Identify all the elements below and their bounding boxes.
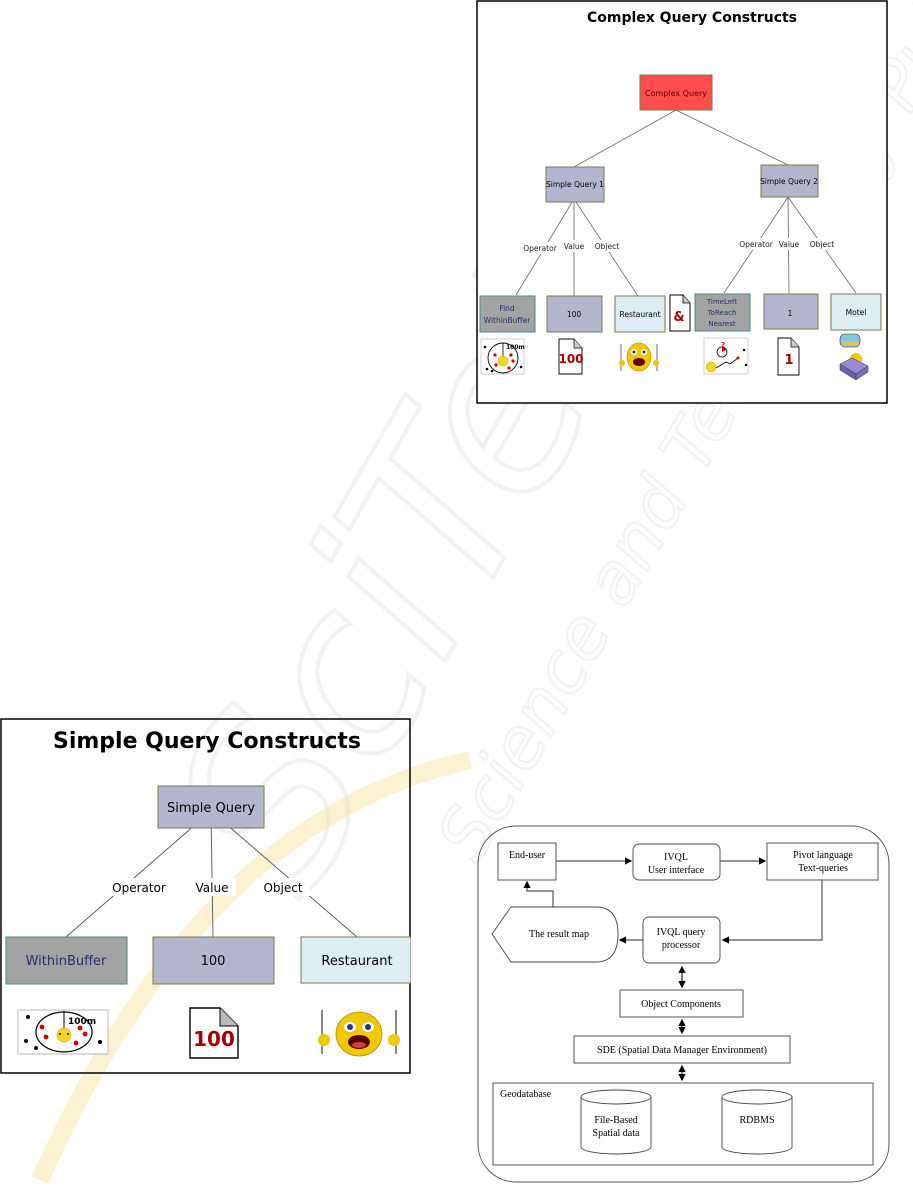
time-icon-label: ? — [721, 341, 725, 349]
operator-node — [5, 936, 128, 985]
value-node-1 — [546, 295, 603, 333]
value-label: 100 — [201, 954, 226, 969]
tree-connectors — [65, 810, 358, 938]
edge-label-object-2: Object — [810, 240, 834, 249]
operator-node-1 — [479, 295, 536, 333]
operator-2-line-1: TimeLeft — [706, 298, 738, 306]
value-node — [152, 936, 275, 985]
value-document-icon-2: 1 — [777, 337, 800, 376]
hungry-smiley-icon — [318, 1010, 400, 1057]
architecture-figure: End-user IVQL User interface Pivot langu… — [476, 825, 901, 1185]
simple-query-label: Simple Query — [167, 801, 255, 816]
pivot-line-2: Text-queries — [798, 863, 848, 874]
rdbms-label: RDBMS — [739, 1115, 774, 1126]
value-document-icon-1: 100 — [558, 338, 584, 375]
file-based-line-1: File-Based — [594, 1115, 637, 1126]
edge-label-operator: Operator — [112, 881, 166, 895]
complex-query-node — [639, 74, 713, 111]
simple-query-2-node — [760, 164, 819, 198]
buffer-icon: 100m — [17, 1009, 109, 1055]
object-node-2 — [830, 293, 882, 331]
conjunction-document-icon: & — [669, 294, 691, 332]
geodatabase-label: Geodatabase — [500, 1089, 552, 1100]
value-1-label: 100 — [567, 310, 582, 319]
edge-label-value-1: Value — [564, 242, 585, 251]
figure-frame — [0, 718, 411, 1074]
conjunction-label: & — [673, 310, 684, 325]
operator-label: WithinBuffer — [26, 954, 107, 969]
edge-label-operator-1: Operator — [523, 244, 557, 253]
operator-2-line-2: ToReach — [707, 309, 737, 317]
file-based-line-2: Spatial data — [593, 1128, 640, 1139]
rdbms-cylinder: RDBMS — [721, 1089, 793, 1155]
value-icon-label: 100 — [193, 1027, 235, 1051]
buffer-icon: 100m — [480, 338, 525, 375]
system-boundary — [477, 825, 890, 1183]
ivql-ui-line-2: User interface — [648, 865, 705, 876]
object-2-label: Motel — [846, 308, 867, 317]
operator-1-line-1: Find — [499, 304, 515, 313]
complex-title: Complex Query Constructs — [587, 10, 797, 26]
figure-frame — [476, 0, 888, 404]
arrow-result-to-enduser — [523, 880, 554, 907]
simple-query-1-node — [545, 166, 605, 203]
value-2-label: 1 — [788, 309, 793, 318]
object-node-1 — [614, 295, 666, 333]
ivql-ui-node — [632, 843, 721, 881]
edge-label-value: Value — [196, 881, 229, 895]
simple-query-node — [157, 785, 265, 829]
pivot-line-1: Pivot language — [793, 850, 853, 861]
hungry-smiley-icon — [619, 342, 659, 372]
edge-label-object-1: Object — [595, 242, 619, 251]
edge-label-object: Object — [263, 881, 302, 895]
value-icon-2-label: 1 — [784, 353, 793, 368]
value-document-icon: 100 — [189, 1007, 239, 1059]
result-map-label: The result map — [529, 929, 589, 940]
simple-query-figure: Simple Query Constructs Simple Query Ope… — [0, 718, 412, 1074]
processor-line-2: processor — [662, 940, 701, 951]
value-icon-1-label: 100 — [558, 352, 583, 366]
result-map-node — [491, 906, 619, 963]
sde-label: SDE (Spatial Data Manager Environment) — [597, 1045, 767, 1056]
time-to-reach-icon: ? — [703, 337, 749, 375]
end-user-node — [497, 842, 557, 881]
processor-line-1: IVQL query — [657, 927, 706, 938]
simple-title: Simple Query Constructs — [53, 729, 361, 754]
operator-node-2 — [694, 293, 751, 332]
edge-label-value-2: Value — [779, 240, 800, 249]
edge-label-operator-2: Operator — [739, 240, 773, 249]
object-node — [300, 936, 412, 984]
buffer-icon-label: 100m — [68, 1017, 96, 1027]
operator-2-line-3: Nearest — [708, 320, 736, 328]
file-based-cylinder: File-Based Spatial data — [580, 1089, 652, 1155]
object-components-label: Object Components — [641, 999, 721, 1010]
complex-query-figure: Complex Query Constructs Complex Query S… — [476, 0, 888, 404]
object-components-node — [619, 989, 744, 1018]
simple-query-2-label: Simple Query 2 — [760, 177, 818, 186]
end-user-label: End-user — [509, 850, 546, 861]
operator-1-line-2: WithinBuffer — [484, 316, 532, 325]
motel-bed-icon — [839, 333, 869, 381]
sde-node — [573, 1035, 791, 1064]
ivql-ui-line-1: IVQL — [664, 852, 688, 863]
pivot-language-node — [766, 842, 879, 881]
value-node-2 — [763, 293, 819, 330]
object-label: Restaurant — [321, 954, 392, 969]
arrow-pivot-to-processor — [721, 880, 823, 944]
simple-query-1-label: Simple Query 1 — [546, 180, 604, 189]
geodatabase-node — [492, 1082, 874, 1166]
buffer-icon-label: 100m — [506, 344, 525, 351]
object-1-label: Restaurant — [619, 310, 660, 319]
complex-query-label: Complex Query — [645, 89, 707, 98]
